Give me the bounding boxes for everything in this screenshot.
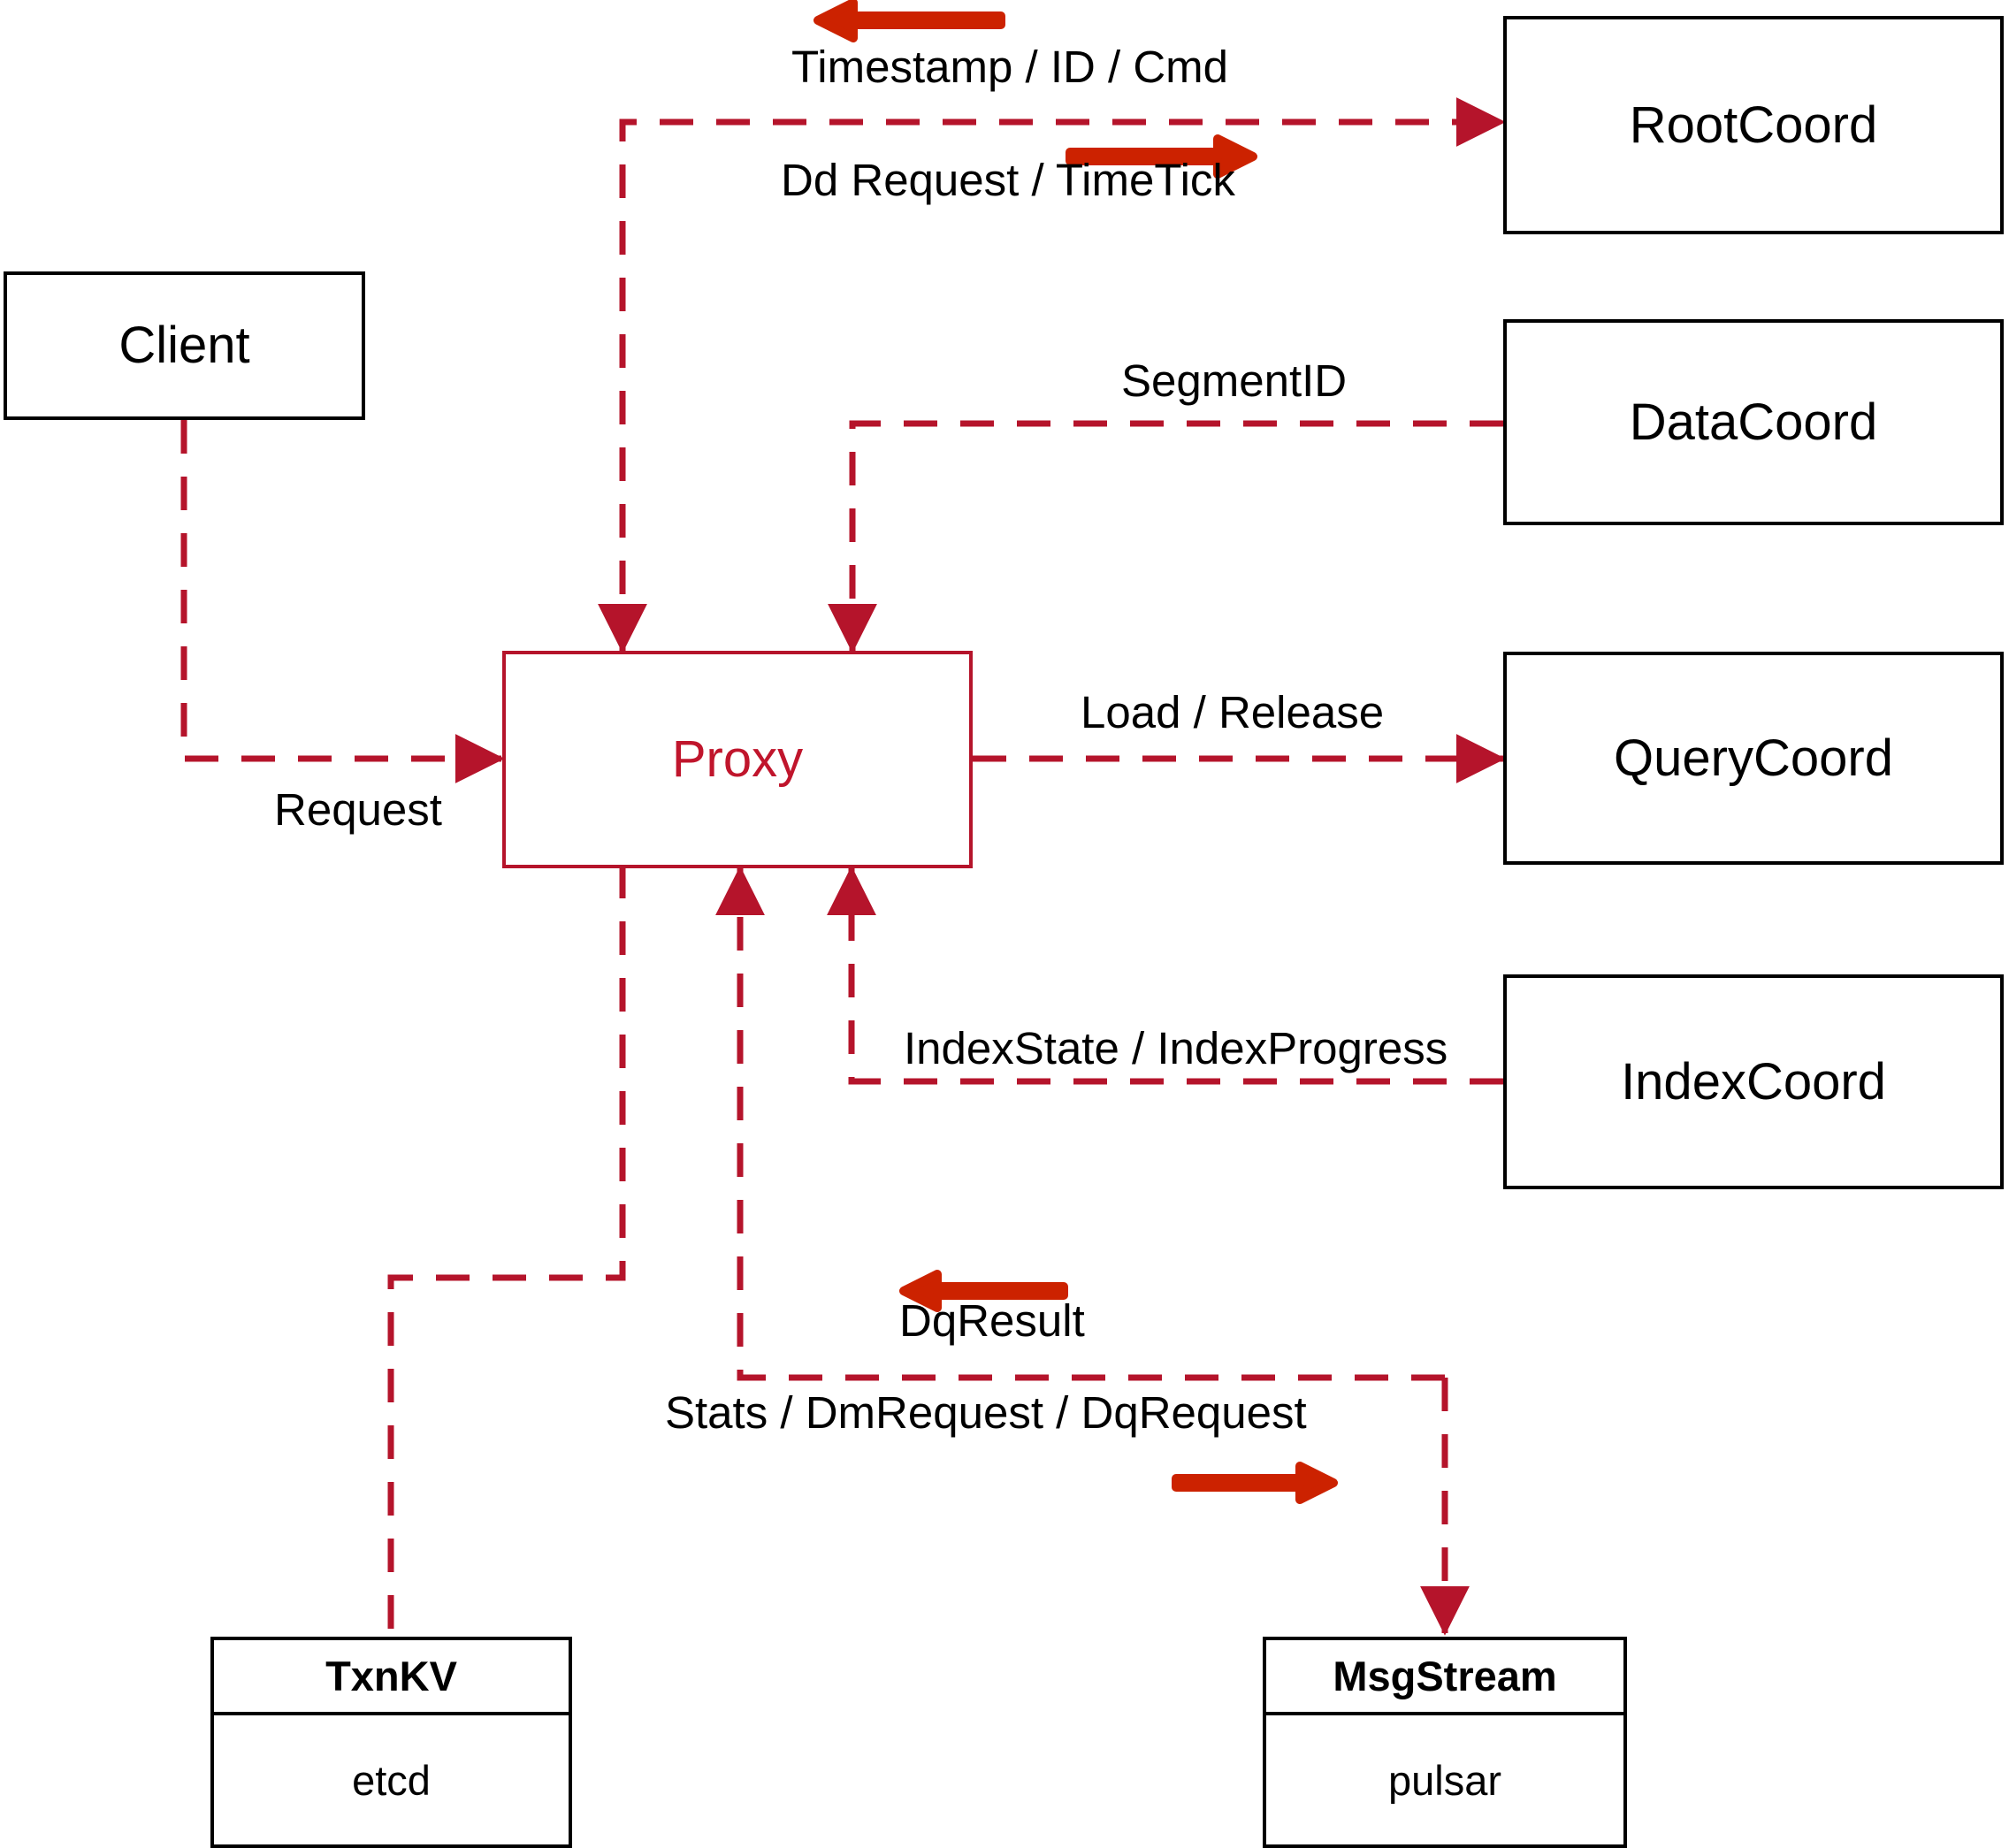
edge-label-load-release: Load / Release xyxy=(1081,687,1385,737)
node-rootcoord-label: RootCoord xyxy=(1629,95,1878,154)
arrow-ddrequest-right-icon xyxy=(1066,134,1257,179)
edge-client-to-proxy xyxy=(180,420,505,783)
store-txnkv[interactable]: TxnKV etcd xyxy=(210,1637,572,1848)
node-rootcoord[interactable]: RootCoord xyxy=(1503,16,2004,234)
edge-label-timestamp-id-cmd: Timestamp / ID / Cmd xyxy=(791,42,1229,92)
node-datacoord-label: DataCoord xyxy=(1629,393,1878,451)
node-querycoord-label: QueryCoord xyxy=(1614,729,1893,787)
node-indexcoord-label: IndexCoord xyxy=(1621,1052,1886,1111)
store-txnkv-header: TxnKV xyxy=(214,1640,569,1715)
node-client-label: Client xyxy=(118,317,250,374)
edge-msgstream-to-proxy xyxy=(715,866,1445,1381)
edge-indexcoord-to-proxy xyxy=(827,866,1503,1085)
node-querycoord[interactable]: QueryCoord xyxy=(1503,652,2004,865)
store-msgstream-header: MsgStream xyxy=(1266,1640,1623,1715)
store-txnkv-body: etcd xyxy=(352,1756,431,1804)
edge-label-indexstate-indexprogress: IndexState / IndexProgress xyxy=(904,1023,1448,1073)
node-client[interactable]: Client xyxy=(4,271,365,420)
edge-proxy-to-rootcoord xyxy=(619,97,1506,651)
node-datacoord[interactable]: DataCoord xyxy=(1503,319,2004,525)
edge-label-dqresult: DqResult xyxy=(899,1295,1085,1346)
edge-label-dd-request-timetick: Dd Request / TimeTick xyxy=(781,155,1235,205)
node-proxy[interactable]: Proxy xyxy=(502,651,973,868)
arrow-stats-right-icon xyxy=(1172,1462,1338,1504)
edge-label-stats-dmrequest-dqrequest: Stats / DmRequest / DqRequest xyxy=(665,1387,1307,1438)
edge-datacoord-to-proxy xyxy=(828,420,1503,653)
edge-label-segmentid: SegmentID xyxy=(1121,355,1348,406)
edge-label-request: Request xyxy=(274,784,442,835)
arrow-timestamp-left-icon xyxy=(814,0,1005,42)
node-indexcoord[interactable]: IndexCoord xyxy=(1503,974,2004,1189)
store-msgstream-body: pulsar xyxy=(1387,1756,1501,1804)
edge-proxy-to-txnkv xyxy=(387,865,626,1637)
arrow-dqresult-left-icon xyxy=(899,1270,1068,1312)
node-proxy-label: Proxy xyxy=(671,730,804,788)
store-msgstream[interactable]: MsgStream pulsar xyxy=(1263,1637,1627,1848)
